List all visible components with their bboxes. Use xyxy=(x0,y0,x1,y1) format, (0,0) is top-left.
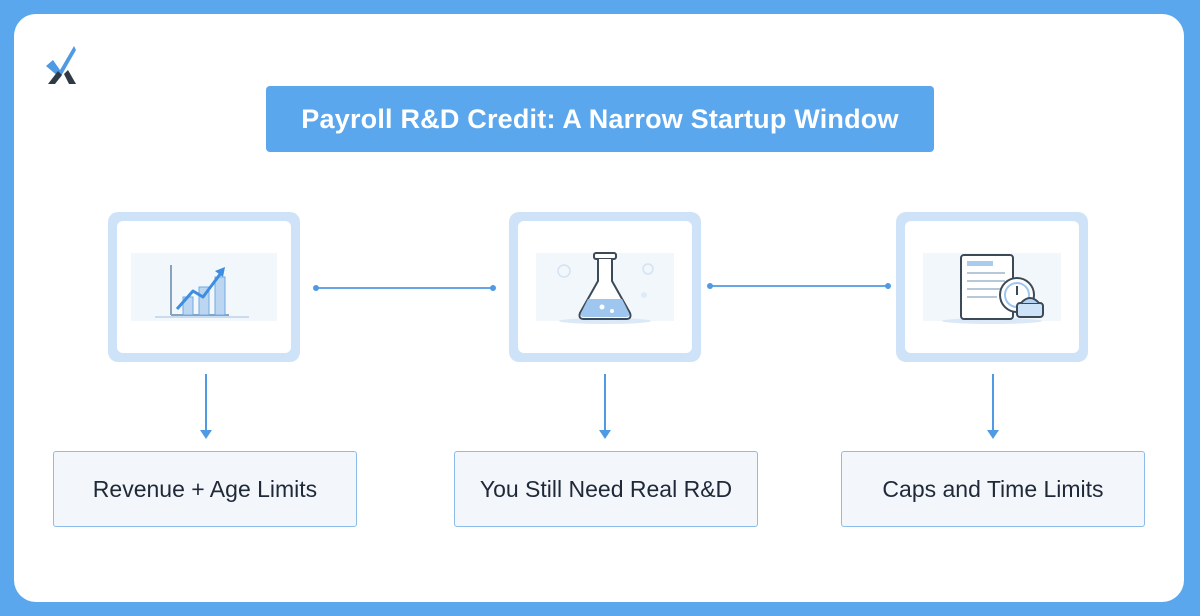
step-2-label: You Still Need Real R&D xyxy=(454,451,758,527)
step-3-label: Caps and Time Limits xyxy=(841,451,1145,527)
page-title: Payroll R&D Credit: A Narrow Startup Win… xyxy=(266,86,934,152)
growth-chart-icon xyxy=(131,253,277,321)
document-clock-icon xyxy=(923,253,1061,324)
step-1-icon-frame xyxy=(108,212,300,362)
lab-flask-icon xyxy=(536,252,674,324)
step-3-icon-frame xyxy=(896,212,1088,362)
brand-logo-icon xyxy=(46,46,76,84)
step-2-icon-frame xyxy=(509,212,701,362)
step-1-label: Revenue + Age Limits xyxy=(53,451,357,527)
